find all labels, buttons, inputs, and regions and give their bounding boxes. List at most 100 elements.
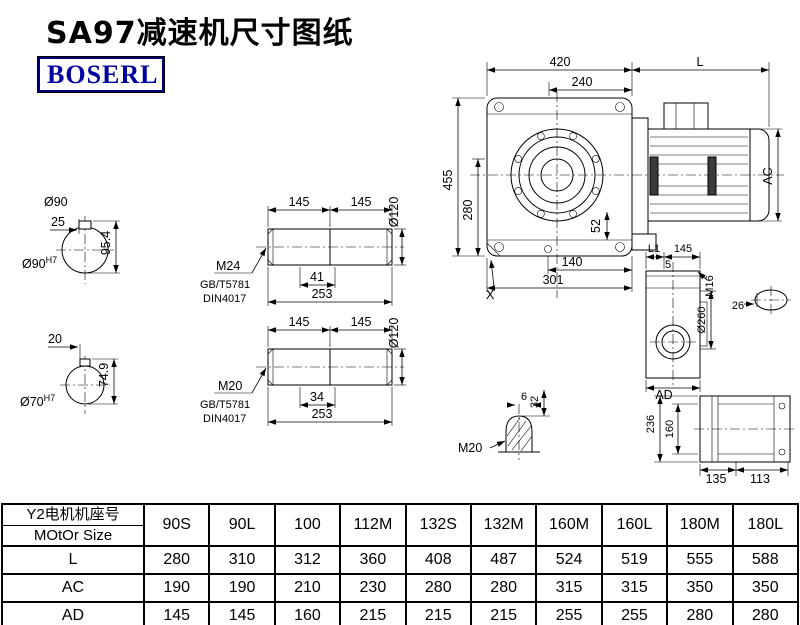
table-cell: 190 xyxy=(208,573,276,603)
table-cell: 145 xyxy=(208,601,276,625)
gearbox-main-view: 420 L 240 455 280 52 AC 140 301 xyxy=(441,55,784,302)
table-cell: 280 xyxy=(404,573,472,603)
dim-len1-bottom: 34 xyxy=(310,390,324,404)
hollow-shaft-70-end-view: 20 74.9 Ø70H7 xyxy=(20,332,118,414)
dim-len2-top: 253 xyxy=(312,287,333,301)
column-header: 100 xyxy=(273,503,342,547)
dim-420: 420 xyxy=(550,55,571,69)
dim-key-height-90: 95.4 xyxy=(99,231,113,255)
std1-top: GB/T5781 xyxy=(200,279,250,291)
dim-113: 113 xyxy=(750,472,770,486)
dim-160: 160 xyxy=(664,420,676,438)
std2-bottom: DIN4017 xyxy=(203,413,246,425)
column-header: 180L xyxy=(731,503,800,547)
dim-dia-260: Ø260 xyxy=(696,307,708,334)
table-cell: 360 xyxy=(339,545,407,575)
bore-dia-70: Ø70 xyxy=(20,395,44,409)
dim-key-height-70: 74.9 xyxy=(97,363,111,387)
table-cell: 408 xyxy=(404,545,472,575)
table-cell: 145 xyxy=(142,601,211,625)
table-cell: 215 xyxy=(404,601,472,625)
dim-145-side: 145 xyxy=(674,243,692,255)
dim-seg1-top: 145 xyxy=(289,195,310,209)
dim-len1-top: 41 xyxy=(310,270,324,284)
gearbox-side-view: L1 145 5 M16 Ø260 26 AD xyxy=(645,243,791,402)
dim-dia-bottom: Ø120 xyxy=(387,318,401,349)
table-cell: 315 xyxy=(600,573,669,603)
std1-bottom: GB/T5781 xyxy=(200,399,250,411)
bore-label-70: Ø70H7 xyxy=(20,393,55,409)
table-cell: 350 xyxy=(731,573,800,603)
table-cell: 524 xyxy=(535,545,603,575)
table-cell: 310 xyxy=(208,545,276,575)
dim-L: L xyxy=(697,55,704,69)
technical-drawing: 25 Ø90 95.4 Ø90H7 20 74.9 Ø70H7 xyxy=(20,55,796,486)
dim-26: 26 xyxy=(732,300,744,312)
bore-tol-90: H7 xyxy=(46,255,58,265)
std2-top: DIN4017 xyxy=(203,293,246,305)
hollow-shaft-90-end-view: 25 Ø90 95.4 Ø90H7 xyxy=(22,195,120,284)
row-label: AD xyxy=(1,601,145,625)
table-cell: 588 xyxy=(731,545,800,575)
logo-text: BOSERL xyxy=(47,59,159,89)
thread-label-top: M24 xyxy=(216,259,240,273)
table-cell: 255 xyxy=(535,601,603,625)
header-en: MOtOr Size xyxy=(33,527,113,544)
dim-dia-top: Ø120 xyxy=(387,197,401,228)
dim-236: 236 xyxy=(645,415,657,433)
table-cell: 160 xyxy=(273,601,342,625)
thread-m16: M16 xyxy=(704,275,716,296)
table-header-label: Y2电机机座号 MOtOr Size xyxy=(1,503,145,547)
table-row-AD: AD 145 145 160 215 215 215 255 255 280 2… xyxy=(1,601,800,625)
dim-key-width-90: 25 xyxy=(51,215,65,229)
table-cell: 280 xyxy=(469,573,538,603)
row-label: L xyxy=(1,545,145,575)
dim-455: 455 xyxy=(441,170,455,191)
column-header: 180M xyxy=(666,503,734,547)
dim-280: 280 xyxy=(461,200,475,221)
table-cell: 280 xyxy=(731,601,800,625)
dim-240: 240 xyxy=(572,75,593,89)
dim-5: 5 xyxy=(665,259,671,271)
column-header: 132S xyxy=(404,503,472,547)
column-header: 132M xyxy=(469,503,538,547)
dim-32: 32 xyxy=(529,396,541,408)
table-cell: 519 xyxy=(600,545,669,575)
table-cell: 215 xyxy=(469,601,538,625)
dim-AD: AD xyxy=(655,388,672,402)
thread-m20-detail: M20 xyxy=(458,441,482,455)
table-cell: 210 xyxy=(273,573,342,603)
motor-size-table: Y2电机机座号 MOtOr Size 90S 90L 100 112M 132S… xyxy=(1,503,800,625)
dim-key-width-70: 20 xyxy=(48,332,62,346)
column-header: 112M xyxy=(339,503,407,547)
header-cn: Y2电机机座号 xyxy=(3,505,143,526)
table-cell: 215 xyxy=(339,601,407,625)
table-cell: 255 xyxy=(600,601,669,625)
dim-140: 140 xyxy=(562,255,583,269)
table-cell: 280 xyxy=(142,545,211,575)
table-cell: 230 xyxy=(339,573,407,603)
dim-seg2-top: 145 xyxy=(351,195,372,209)
dim-301: 301 xyxy=(543,273,564,287)
column-header: 160M xyxy=(535,503,603,547)
dim-seg2-bottom: 145 xyxy=(351,315,372,329)
dim-shaft-dia-90: Ø90 xyxy=(44,195,68,209)
output-shaft-view-top: 145 145 Ø120 M24 GB/T5781 DIN4017 41 253 xyxy=(200,195,406,306)
bore-tol-70: H7 xyxy=(44,393,56,403)
dim-52: 52 xyxy=(589,219,603,233)
dim-6: 6 xyxy=(521,391,527,403)
bore-dia-90: Ø90 xyxy=(22,257,46,271)
gearbox-rear-view: 236 160 135 113 xyxy=(645,395,796,486)
column-header: 90S xyxy=(142,503,211,547)
boserl-logo: BOSERL xyxy=(37,56,165,93)
shaft-end-thread-detail: 32 6 M20 xyxy=(458,390,550,460)
table-cell: 350 xyxy=(666,573,734,603)
table-row-L: L 280 310 312 360 408 487 524 519 555 58… xyxy=(1,545,800,575)
table-row-AC: AC 190 190 210 230 280 280 315 315 350 3… xyxy=(1,573,800,603)
table-cell: 312 xyxy=(273,545,342,575)
dim-135: 135 xyxy=(706,472,727,486)
output-shaft-view-bottom: 145 145 Ø120 M20 GB/T5781 DIN4017 34 253 xyxy=(200,315,406,426)
detail-mark-x: X xyxy=(486,288,495,302)
table-header-row: Y2电机机座号 MOtOr Size 90S 90L 100 112M 132S… xyxy=(1,503,800,547)
